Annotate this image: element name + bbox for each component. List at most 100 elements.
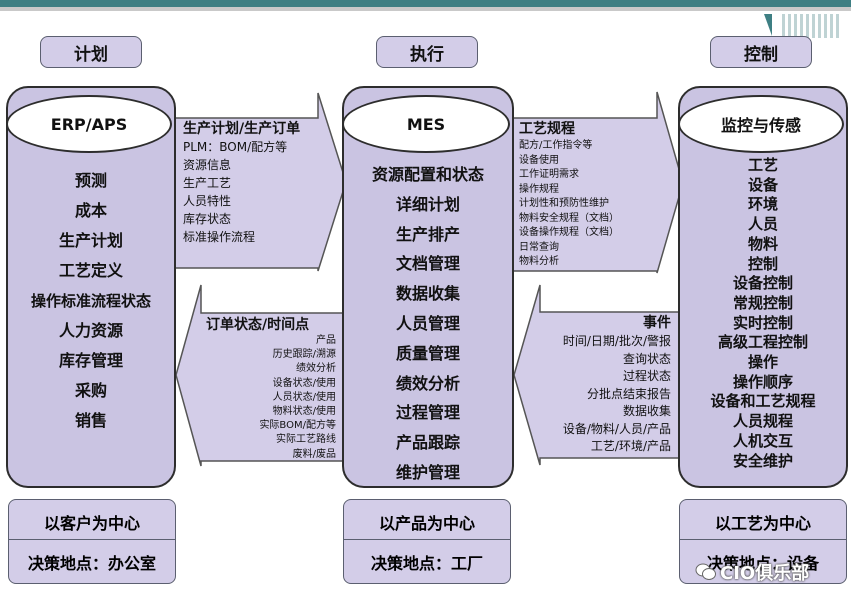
arrow-item: 查询状态 [622,351,671,366]
column-control-items: 工艺 设备 环境 人员 物料 控制 设备控制 常规控制 实时控制 高级工程控制 … [678,156,848,471]
erp-item: 销售 [74,411,107,430]
erp-item: 库存管理 [58,351,123,370]
arrow-item: 过程状态 [622,369,671,383]
header-plan-label: 计划 [74,44,108,65]
control-item: 操作顺序 [732,372,793,391]
arrow-item: 操作规程 [519,183,559,195]
arrow-item: 设备操作规程（文档） [519,227,619,238]
bottom-box-product: 以产品为中心 决策地点：工厂 [343,499,511,584]
wechat-icon [695,563,716,580]
bottom-box-divider [9,539,175,540]
header-plan: 计划 [40,36,142,68]
mes-item: 维护管理 [395,462,460,482]
erp-item: 人力资源 [58,321,123,340]
arrow-item: 工艺/环境/产品 [590,439,671,453]
mes-item: 资源配置和状态 [371,165,484,184]
control-item: 物料 [747,234,778,253]
arrow-plan-to-execute-text: 生产计划/生产订单 PLM：BOM/配方等 资源信息 生产工艺 人员特性 库存状… [183,120,300,246]
bottom-box-focus: 以工艺为中心 [714,514,811,533]
control-item: 设备 [747,175,778,194]
column-erp-items: 预测 成本 生产计划 工艺定义 操作标准流程状态 人力资源 库存管理 采购 销售 [6,166,176,436]
arrow-execute-to-plan-text: 订单状态/时间点 产品 历史跟踪/溯源 绩效分析 设备状态/使用 人员状态/使用… [206,316,336,462]
control-item: 高级工程控制 [717,333,808,352]
arrow-item: 物料分析 [519,256,559,267]
arrow-item: 时间/日期/批次/警报 [562,334,671,348]
control-item: 工艺 [747,156,778,174]
arrow-item: 数据收集 [622,404,671,418]
arrow-execute-to-control-text: 工艺规程 配方/工作指令等 设备使用 工作证明需求 操作规程 计划性和预防性维护… [519,120,619,270]
bottom-box-decision: 决策地点：工厂 [370,554,483,573]
erp-item: 预测 [74,171,107,190]
erp-item: 生产计划 [58,231,123,250]
column-mes-title-text: MES [406,114,446,134]
column-erp [6,86,176,488]
arrow-item: 设备/物料/人员/产品 [562,421,671,436]
control-item: 设备和工艺规程 [710,392,816,411]
arrow-item: 物料状态/使用 [272,406,336,418]
arrow-execute-to-control [511,91,684,274]
control-item: 人员 [747,215,778,234]
arrow-item: 分批点结束报告 [586,386,671,401]
bottom-box-divider [344,539,510,540]
arrow-item: 人员特性 [183,194,232,208]
arrow-title: 生产计划/生产订单 [183,121,301,137]
arrow-control-to-execute-text: 事件 时间/日期/批次/警报 查询状态 过程状态 分批点结束报告 数据收集 设备… [528,314,671,456]
column-control-title-text: 监控与传感 [720,116,801,135]
arrow-item: 人员状态/使用 [272,391,336,403]
control-item: 常规控制 [732,293,793,312]
bottom-box-divider [680,539,846,540]
bottom-box-decision: 决策地点：办公室 [27,554,156,573]
arrow-item: 日常查询 [519,241,559,253]
top-banner [0,0,851,14]
mes-item: 数据收集 [395,284,460,304]
arrow-item: 计划性和预防性维护 [519,198,609,209]
control-item: 实时控制 [732,313,793,332]
arrow-execute-to-plan [175,284,345,467]
watermark-text: CIO俱乐部 [720,563,810,584]
bottom-box-focus: 以客户为中心 [43,514,140,533]
arrow-item: 设备使用 [519,154,559,166]
control-item: 安全维护 [732,451,793,470]
watermark: CIO俱乐部 [695,559,809,585]
column-control-title: 监控与传感 [678,95,844,153]
column-control [678,86,848,488]
corner-decoration [764,14,839,38]
column-erp-title-text: ERP/APS [50,114,128,134]
erp-item: 采购 [74,381,107,400]
top-banner-gray [0,7,851,11]
control-item: 人员规程 [732,412,793,431]
erp-item: 工艺定义 [58,261,123,280]
erp-item: 操作标准流程状态 [30,292,151,310]
control-item: 人机交互 [732,431,793,450]
arrow-item: 实际BOM/配方等 [259,420,336,432]
bottom-box-focus: 以产品为中心 [378,514,475,533]
arrow-item: PLM：BOM/配方等 [183,140,288,154]
arrow-title: 订单状态/时间点 [206,317,310,333]
arrow-plan-to-execute [173,92,347,272]
column-mes [342,86,514,488]
header-execute: 执行 [376,36,478,68]
top-banner-teal [0,0,851,7]
control-item: 环境 [747,195,778,214]
column-erp-title: ERP/APS [6,95,172,153]
control-item: 控制 [747,254,778,273]
header-execute-label: 执行 [410,44,444,65]
mes-item: 详细计划 [395,194,460,214]
arrow-item: 实际工艺路线 [276,434,336,446]
control-item: 设备控制 [732,274,793,293]
arrow-item: 配方/工作指令等 [519,140,593,151]
arrow-item: 资源信息 [183,158,232,172]
arrow-item: 工作证明需求 [519,169,579,180]
arrow-item: 废料/废品 [292,448,336,460]
arrow-item: 标准操作流程 [183,230,256,244]
arrow-item: 绩效分析 [296,363,336,375]
header-control: 控制 [710,36,812,68]
arrow-item: 产品 [316,335,336,346]
bottom-box-decision: 决策地点：设备 [706,554,819,573]
mes-item: 人员管理 [395,313,460,333]
control-item: 操作 [747,353,778,372]
arrow-item: 库存状态 [183,212,232,226]
arrow-control-to-execute [513,284,681,466]
header-control-label: 控制 [744,44,778,65]
